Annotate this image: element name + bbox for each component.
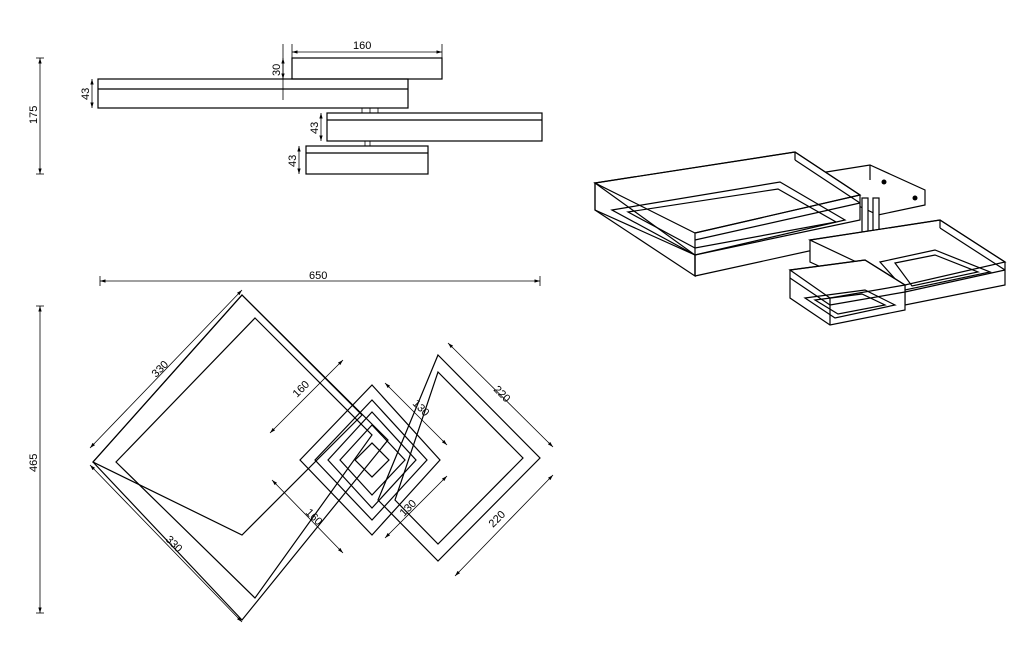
dim-small-outer-a: 160 <box>291 379 312 400</box>
dim-side-top-width: 160 <box>353 40 371 52</box>
side-top-bar <box>291 57 443 80</box>
dim-large-side-b: 330 <box>163 534 184 555</box>
side-upper-bar <box>97 78 409 109</box>
large-frame-outer <box>92 294 363 536</box>
dim-small-outer-b: 160 <box>303 507 324 528</box>
dim-small-inner-b: 130 <box>398 498 419 519</box>
dim-side-lower-thickness: 43 <box>287 155 299 167</box>
side-middle-bar <box>326 112 543 142</box>
dim-medium-side-b: 220 <box>487 509 508 530</box>
dim-side-top-thickness: 30 <box>271 64 283 76</box>
dim-top-total-height: 465 <box>28 454 40 472</box>
top-view: 650 465 330 330 220 220 160 160 130 130 <box>28 270 554 623</box>
dim-side-total-height: 175 <box>28 106 40 124</box>
side-view: 160 30 43 43 43 175 <box>28 40 543 175</box>
dim-side-upper-thickness: 43 <box>80 88 92 100</box>
perspective-view <box>593 151 1007 326</box>
dim-large-side-a: 330 <box>150 359 171 380</box>
dim-side-middle-thickness: 43 <box>309 122 321 134</box>
dim-top-total-width: 650 <box>309 270 327 282</box>
dim-medium-side-a: 220 <box>491 384 512 405</box>
side-lower-bar <box>305 145 429 175</box>
